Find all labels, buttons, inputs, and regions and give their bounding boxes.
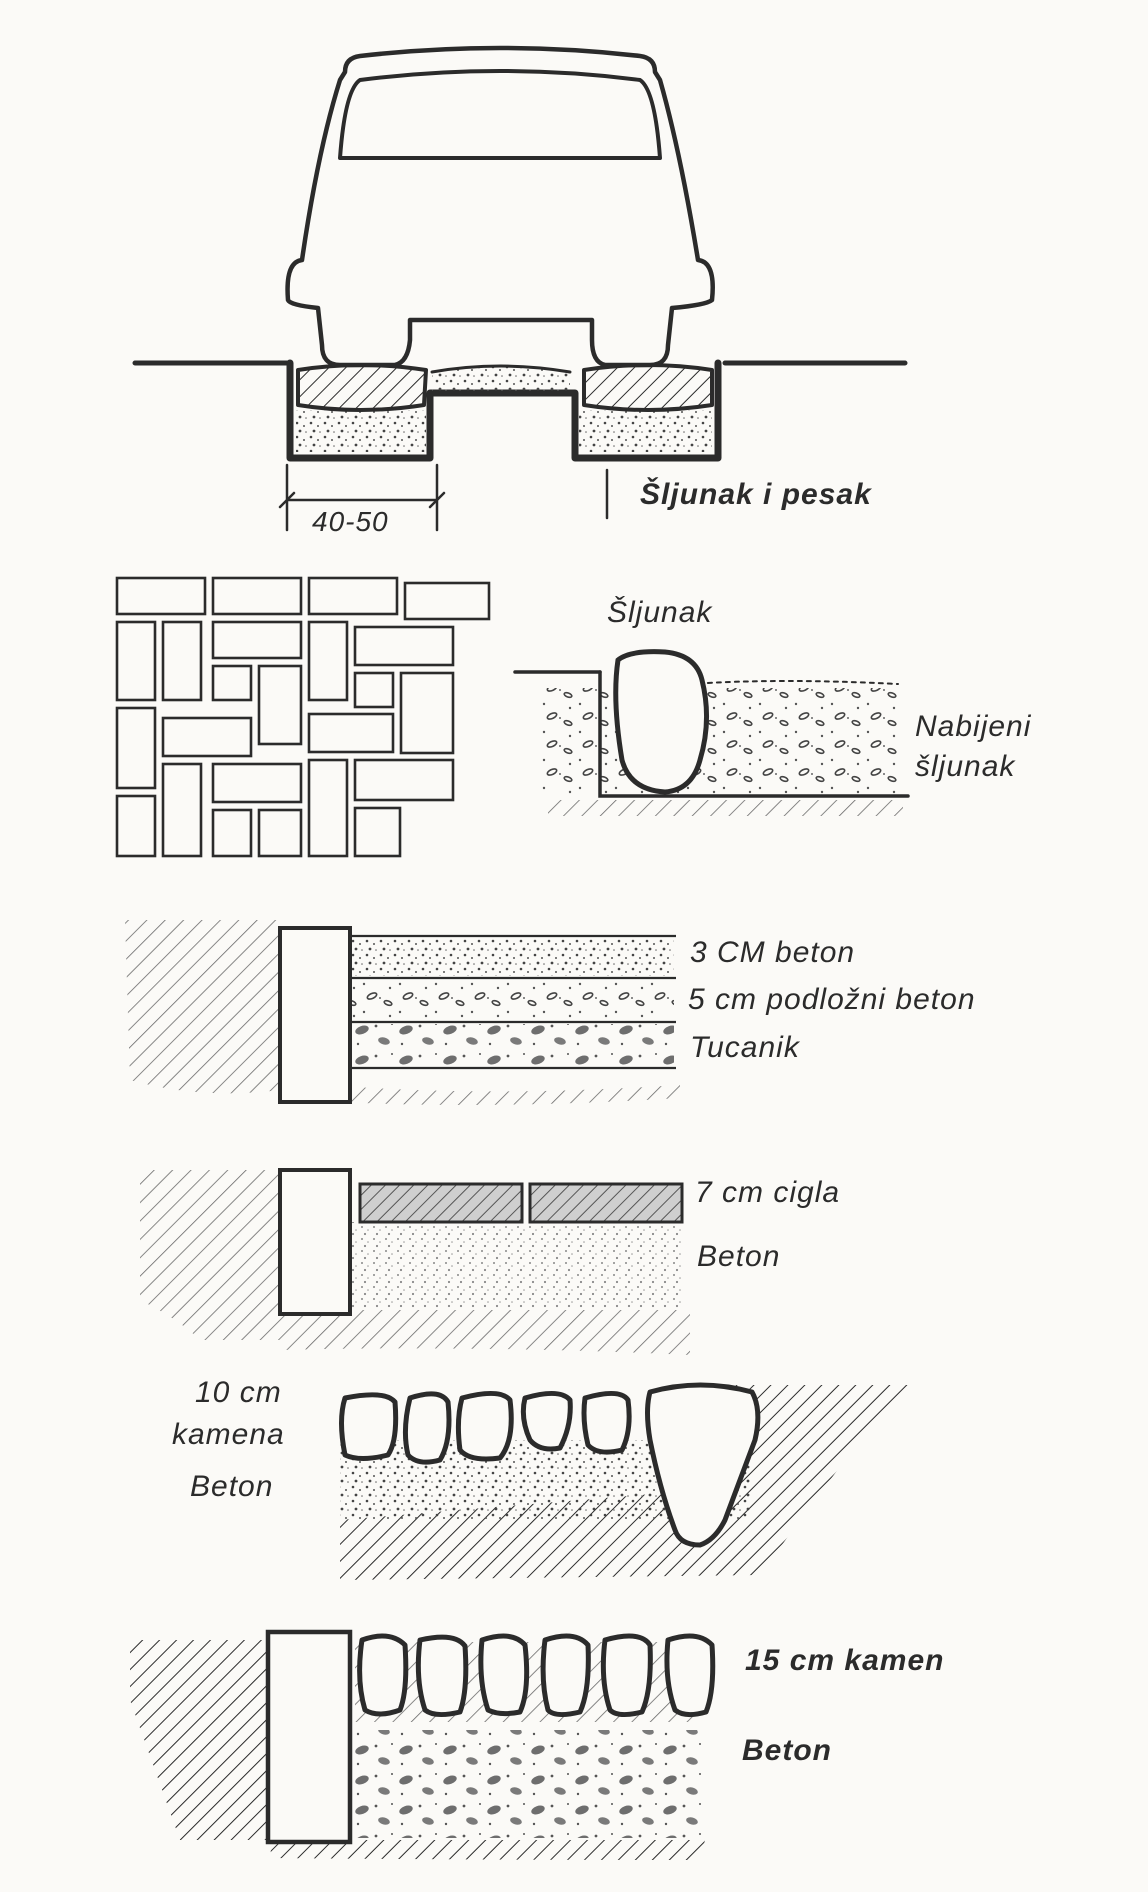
stone-15cm-concrete-label: Beton [742,1734,832,1767]
crushed-stone-label: Tucanik [690,1031,800,1064]
stone-15cm-section [130,1629,716,1860]
gravel-label: Šljunak [607,596,713,629]
brick-paving-section [140,1168,690,1355]
gravel-and-sand-label: Šljunak i pesak [640,478,872,511]
stone-10cm-label-2: kamena [172,1418,285,1451]
stone-15cm-label: 15 cm kamen [745,1644,945,1677]
gravel-edge-section [513,649,910,816]
brick-concrete-label: Beton [697,1240,781,1273]
brick-7cm-label: 7 cm cigla [695,1176,841,1209]
concrete-3cm-label: 3 CM beton [690,936,856,969]
compacted-gravel-label-2: šljunak [915,750,1016,783]
dimension-label: 40-50 [312,506,389,537]
stone-10cm-concrete-label: Beton [190,1470,274,1503]
concrete-layer-section [125,920,680,1105]
stone-10cm-label-1: 10 cm [195,1376,282,1409]
subbase-concrete-label: 5 cm podložni beton [688,983,976,1016]
stone-10cm-section [339,1382,910,1580]
compacted-gravel-label-1: Nabijeni [915,710,1032,743]
car-track-section [132,45,908,532]
brick-pattern-plan [115,576,491,858]
